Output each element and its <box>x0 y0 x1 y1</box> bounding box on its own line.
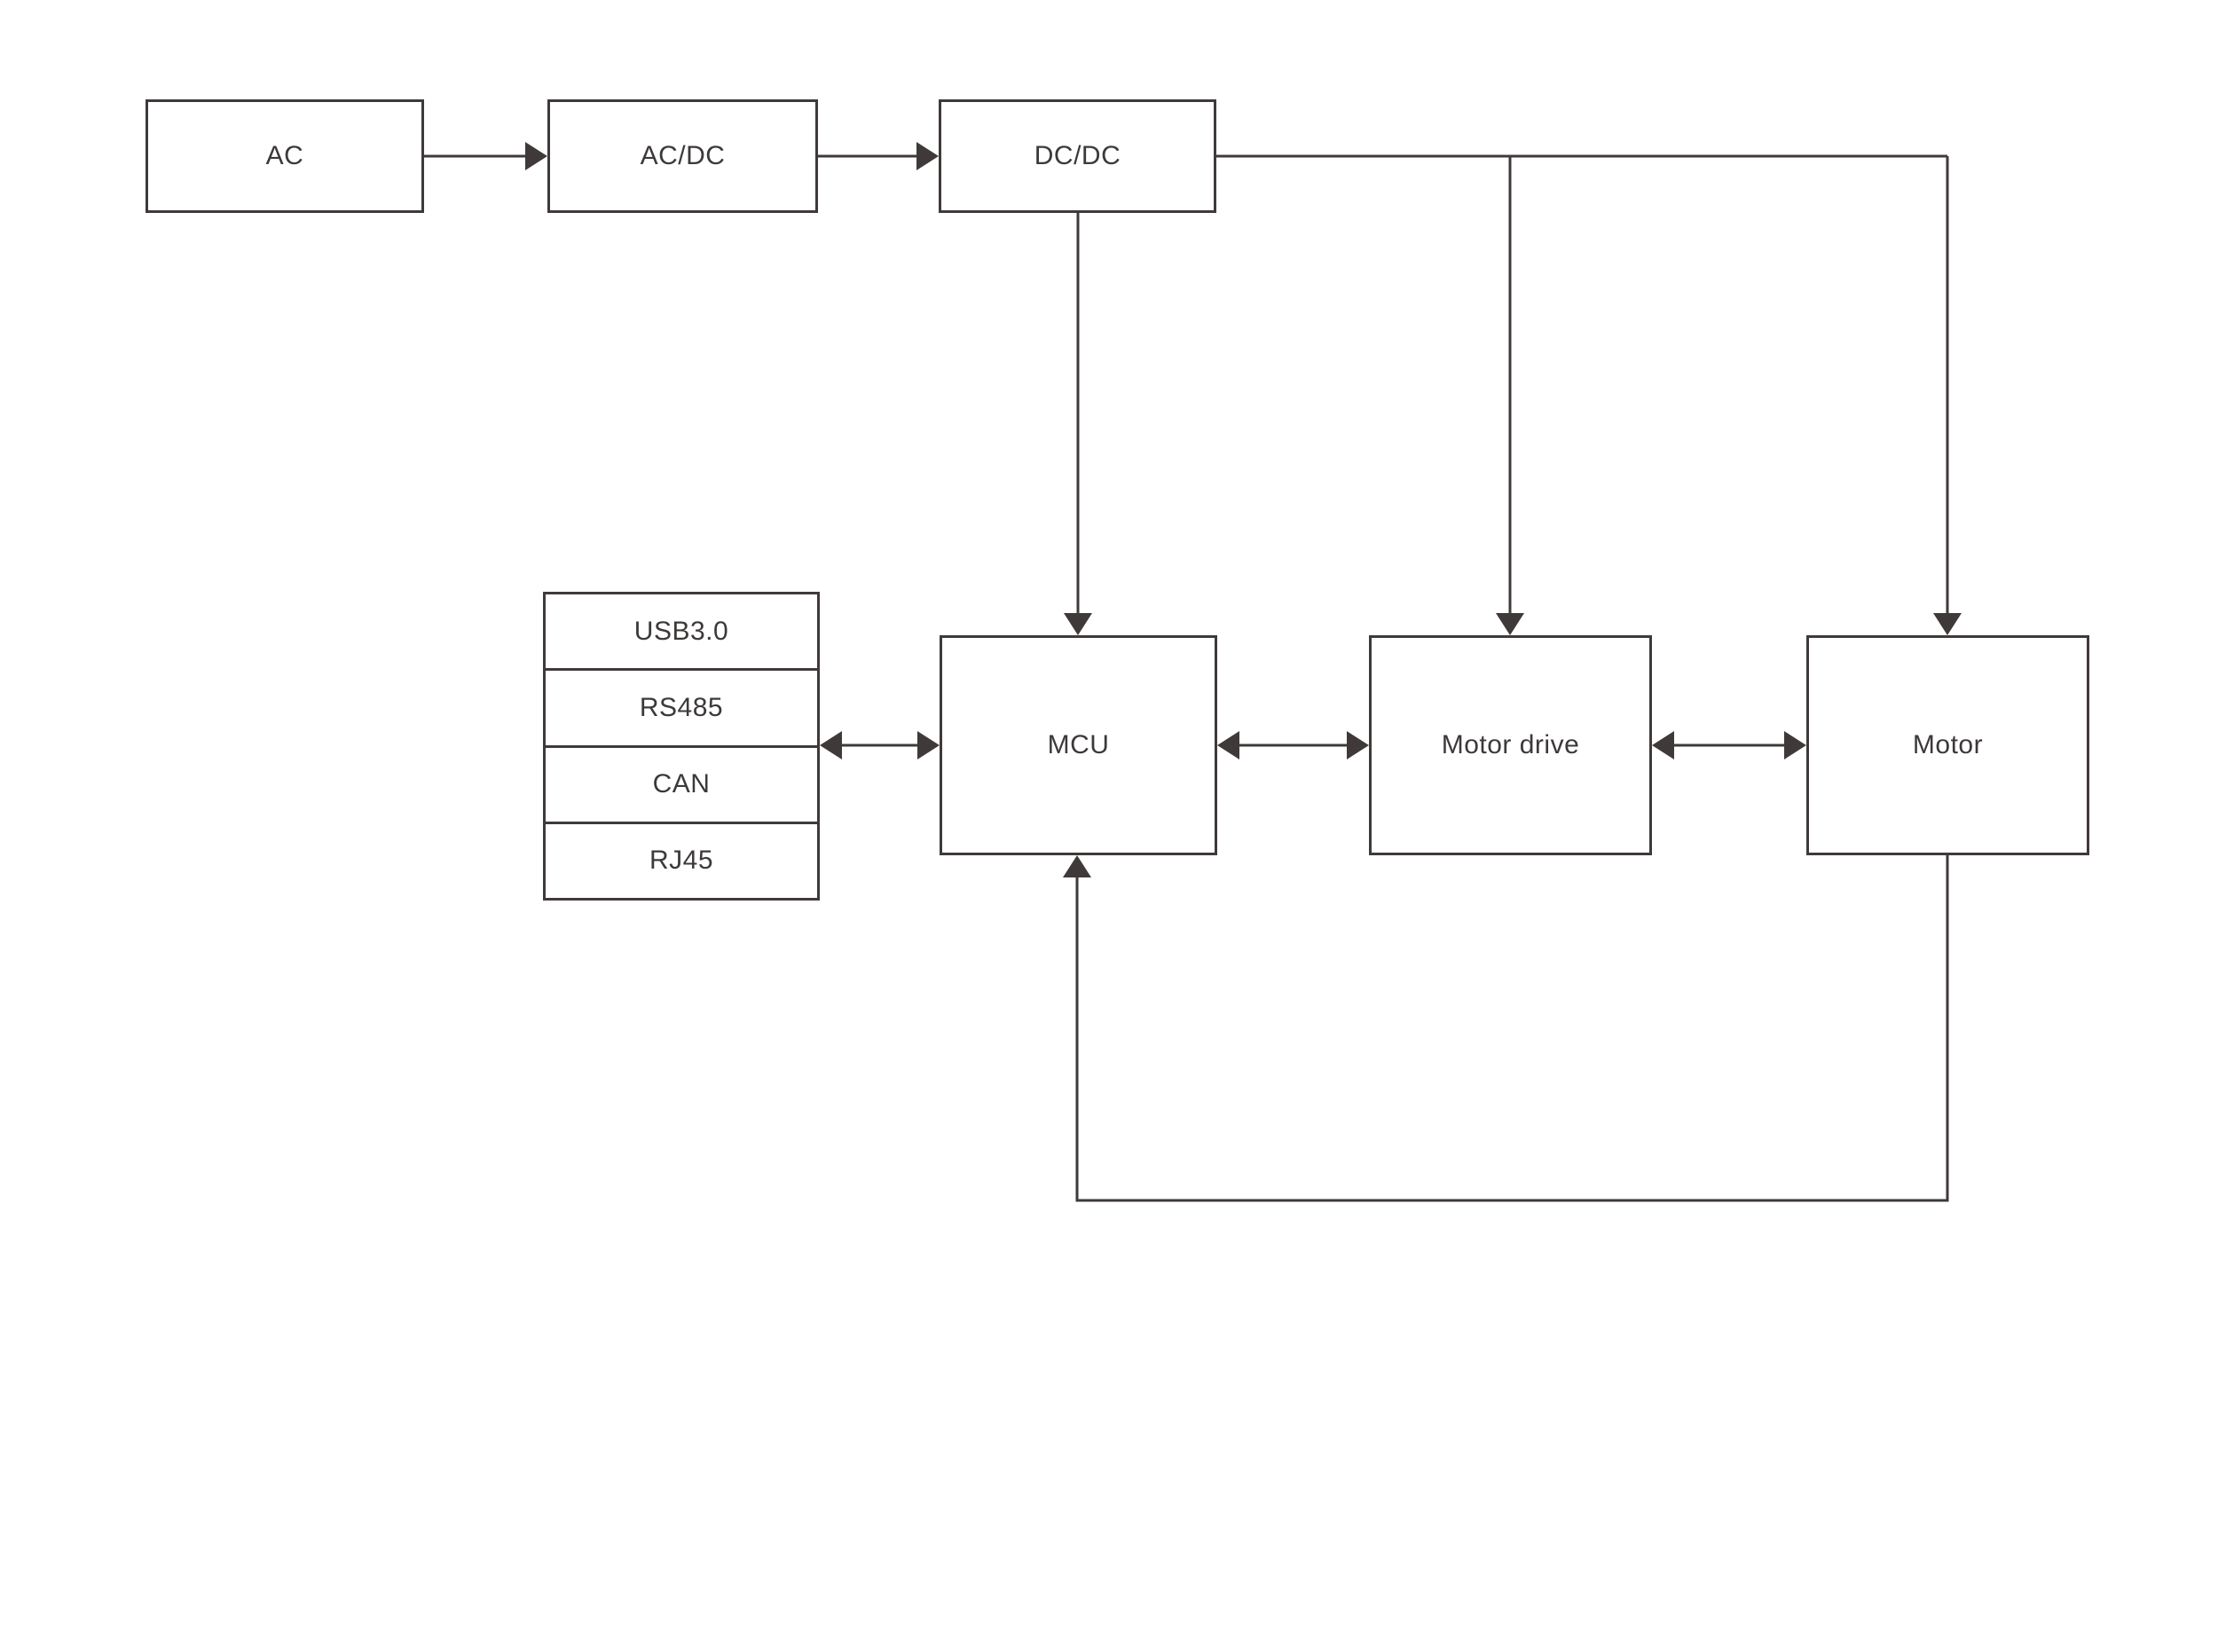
connector-motor-feedback-mcu <box>1063 855 1949 1202</box>
stack-row-can-label: CAN <box>652 769 711 799</box>
node-acdc-label: AC/DC <box>640 141 726 170</box>
interface-stack: USB3.0 RS485 CAN RJ45 <box>543 592 820 901</box>
node-motor: Motor <box>1806 635 2089 855</box>
node-dcdc: DC/DC <box>939 99 1216 213</box>
node-ac: AC <box>146 99 424 213</box>
connector-dcdc-to-mcu <box>1064 213 1092 635</box>
connector-mcu-motor-drive <box>1217 731 1369 759</box>
node-ac-label: AC <box>265 141 304 170</box>
connector-stack-mcu <box>820 731 940 759</box>
node-motor-label: Motor <box>1912 730 1984 759</box>
node-motor-drive: Motor drive <box>1369 635 1652 855</box>
stack-row-rs485: RS485 <box>546 671 817 748</box>
connector-motor-drive-motor <box>1652 731 1806 759</box>
stack-row-can: CAN <box>546 748 817 824</box>
connector-ac-to-acdc <box>424 142 547 170</box>
connector-acdc-to-dcdc <box>818 142 939 170</box>
node-mcu-label: MCU <box>1047 730 1110 759</box>
stack-row-rj45: RJ45 <box>546 824 817 898</box>
node-acdc: AC/DC <box>547 99 818 213</box>
stack-row-usb3: USB3.0 <box>546 594 817 672</box>
node-dcdc-label: DC/DC <box>1034 141 1121 170</box>
stack-row-rs485-label: RS485 <box>639 692 724 722</box>
node-mcu: MCU <box>940 635 1217 855</box>
node-motor-drive-label: Motor drive <box>1441 730 1580 759</box>
connector-dcdc-power-bus <box>1216 154 1962 635</box>
stack-row-usb3-label: USB3.0 <box>633 616 729 646</box>
stack-row-rj45-label: RJ45 <box>649 846 714 876</box>
